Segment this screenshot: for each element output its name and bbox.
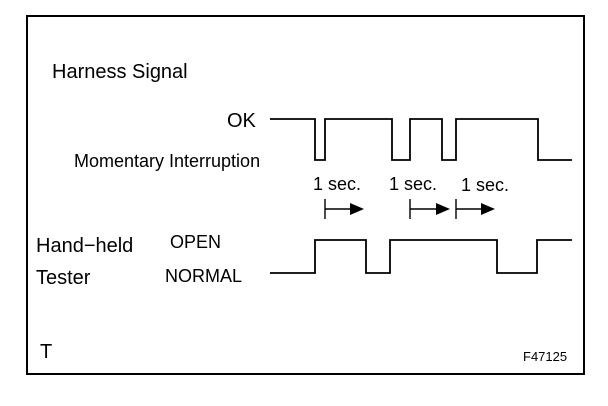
normal-level-label: NORMAL xyxy=(165,266,243,286)
duration-arrow-3 xyxy=(455,199,495,219)
duration-label-3: 1 sec. xyxy=(461,175,510,195)
momentary-interruption-label: Momentary Interruption xyxy=(74,151,261,171)
duration-label-1: 1 sec. xyxy=(313,174,362,194)
harness-signal-waveform xyxy=(270,118,572,161)
figure-code: F47125 xyxy=(523,349,568,364)
diagram-border xyxy=(26,15,585,375)
duration-arrow-2 xyxy=(409,199,450,219)
ok-level-label: OK xyxy=(227,110,256,132)
diagram-title: Harness Signal xyxy=(52,61,188,83)
tester-device-label-line1: Hand−held xyxy=(36,235,134,257)
tester-device-label-line2: Tester xyxy=(36,267,91,289)
tester-signal-waveform xyxy=(270,239,572,274)
duration-label-2: 1 sec. xyxy=(389,174,438,194)
duration-arrow-1 xyxy=(324,199,364,219)
open-level-label: OPEN xyxy=(170,232,222,252)
corner-label: T xyxy=(40,341,53,363)
